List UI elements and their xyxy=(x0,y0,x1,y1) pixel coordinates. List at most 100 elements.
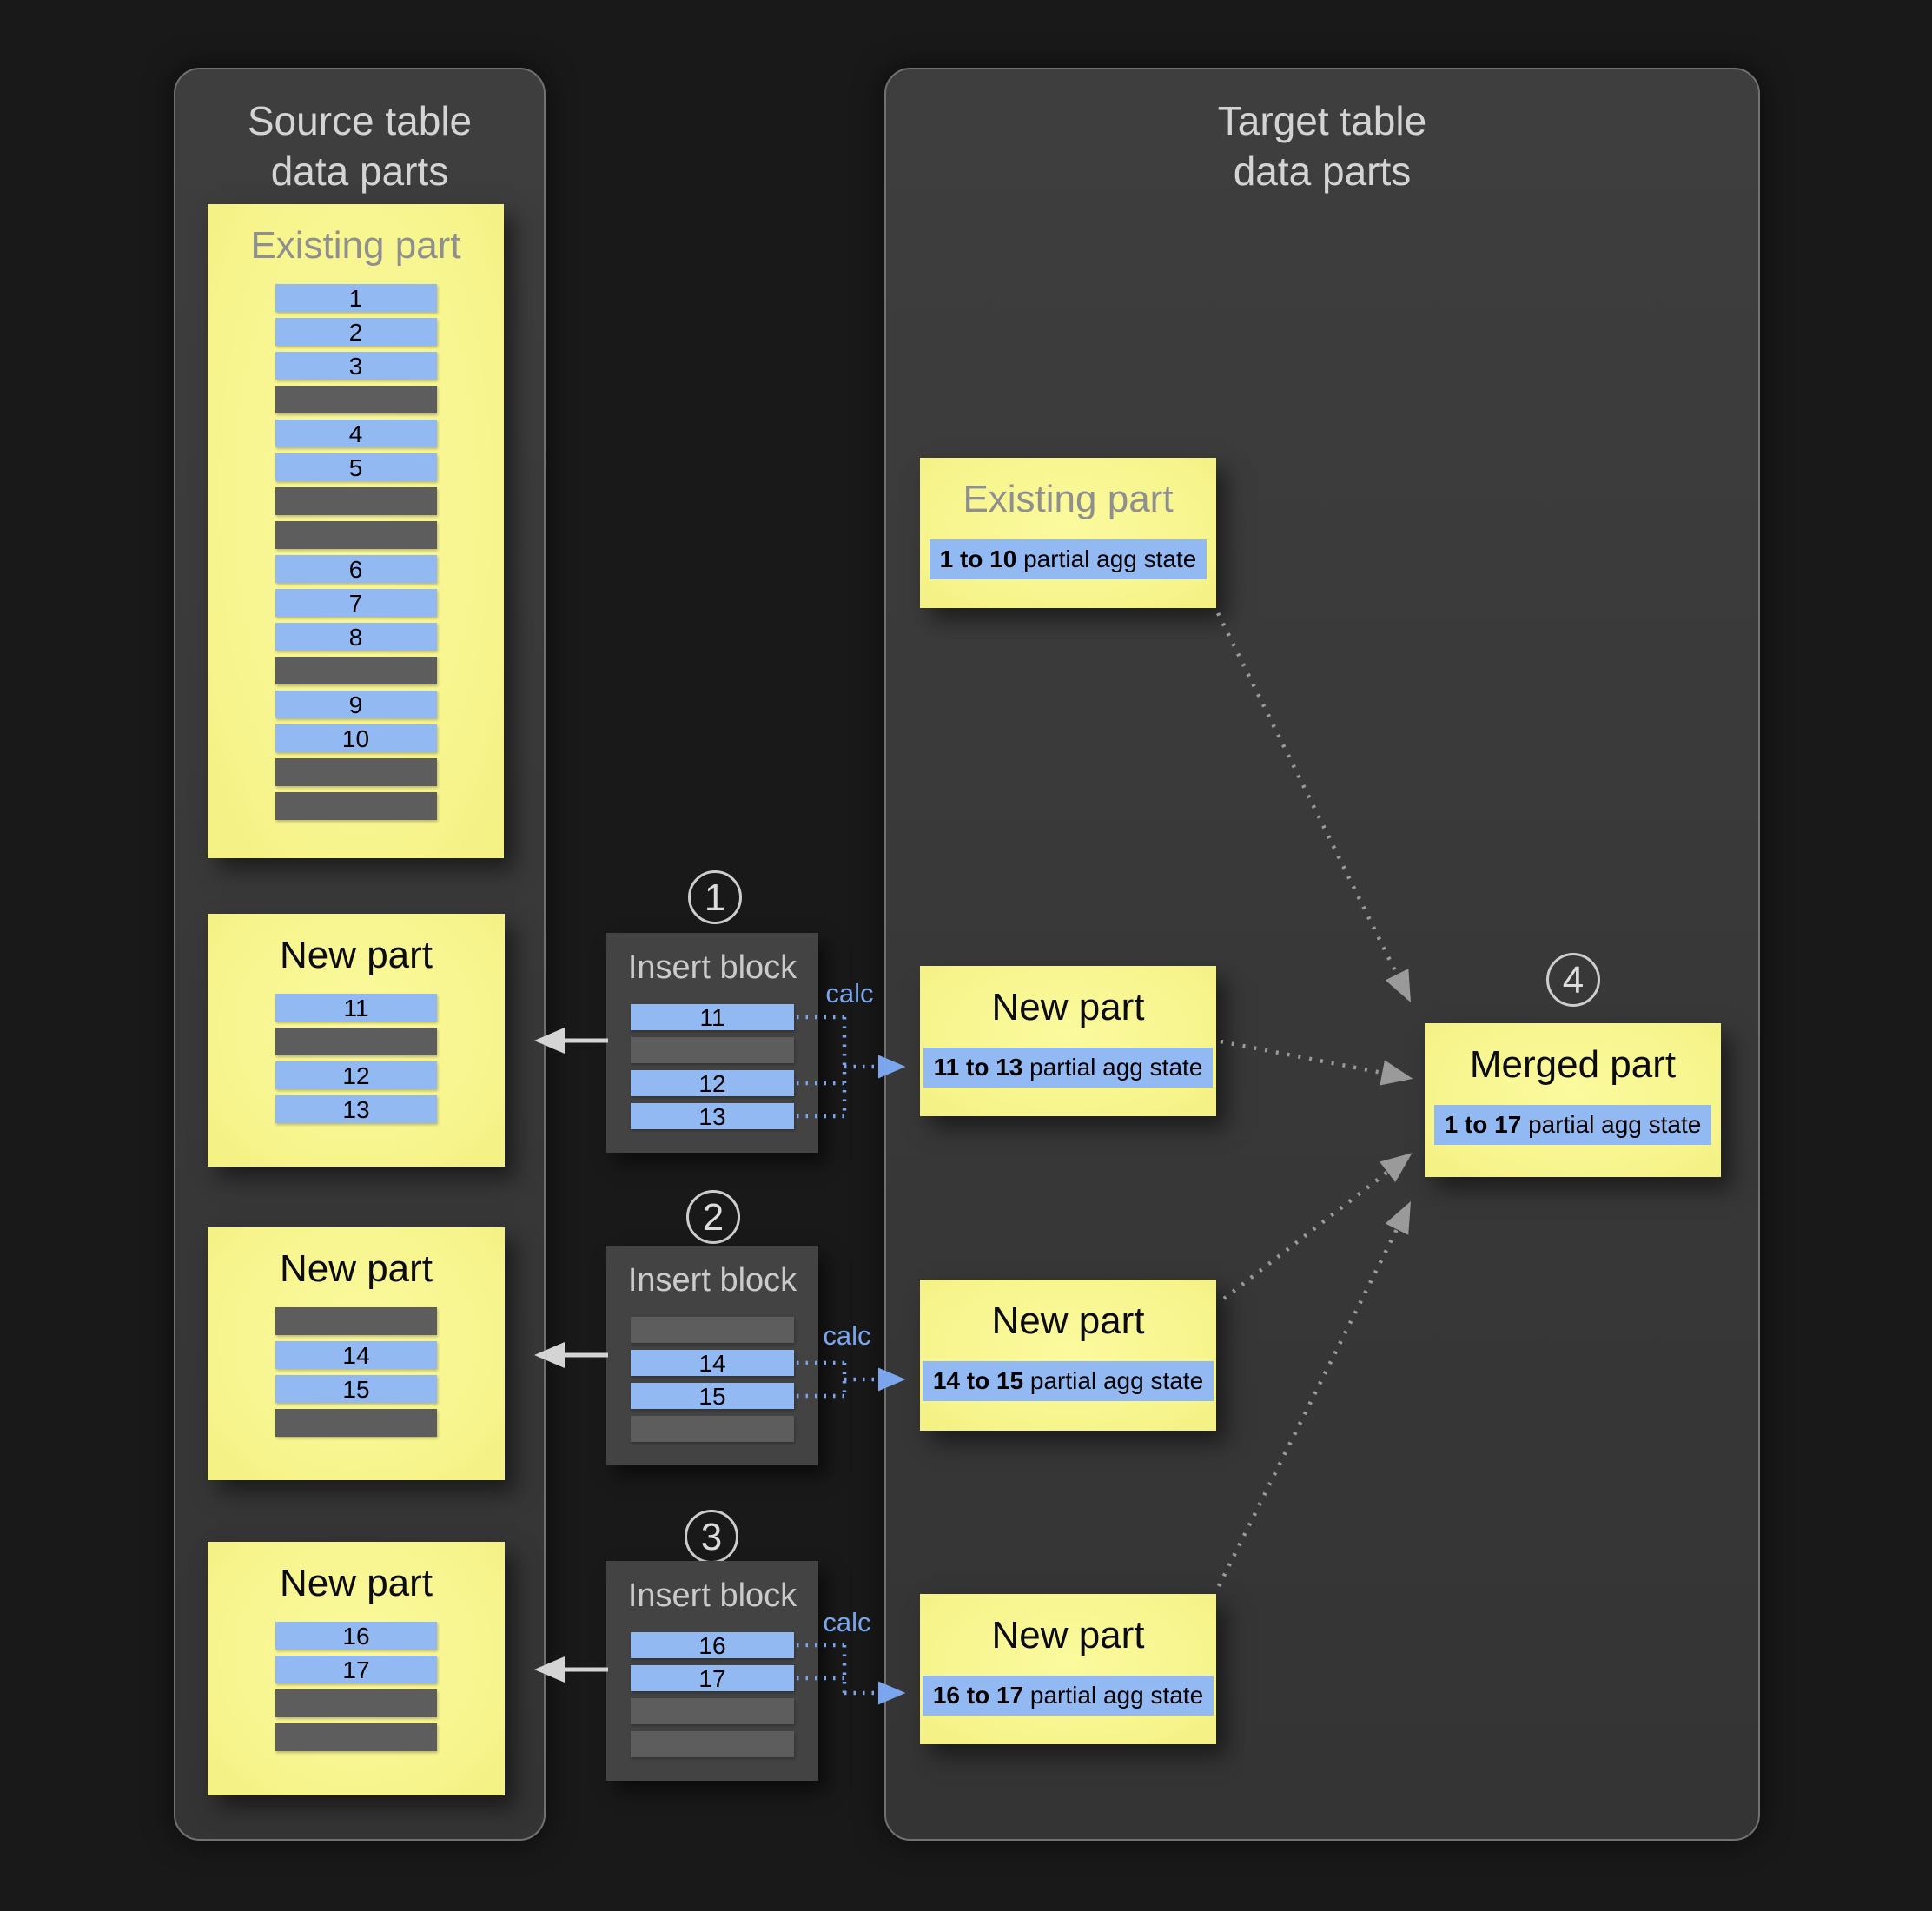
data-row: 14 xyxy=(275,1341,437,1369)
data-row: 17 xyxy=(631,1665,794,1692)
insert-block-1-rows: 11 12 13 xyxy=(606,1004,818,1130)
insert-block-1-title: Insert block xyxy=(627,949,797,986)
data-row: 15 xyxy=(275,1375,437,1403)
target-existing-part-box: Existing part 1 to 10 partial agg state xyxy=(920,458,1216,608)
source-new-part-1-rows: 11 12 13 xyxy=(208,994,505,1123)
agg-range: 11 to 13 xyxy=(933,1054,1023,1081)
data-row: 9 xyxy=(275,691,437,718)
hidden-data-row xyxy=(275,1307,437,1335)
target-new-part-1-title: New part xyxy=(991,986,1145,1028)
calc-label-1: calc xyxy=(825,978,874,1008)
data-row: 15 xyxy=(631,1383,794,1410)
source-panel-title-line2: data parts xyxy=(270,149,449,194)
hidden-data-row xyxy=(631,1416,794,1442)
target-new-part-3-box: New part 16 to 17 partial agg state xyxy=(920,1594,1216,1744)
merged-part-box: Merged part 1 to 17 partial agg state xyxy=(1425,1023,1721,1177)
hidden-data-row xyxy=(275,657,437,684)
source-existing-part-title: Existing part xyxy=(250,224,461,267)
data-row: 3 xyxy=(275,352,437,380)
data-row: 12 xyxy=(275,1061,437,1089)
data-row: 11 xyxy=(275,994,437,1022)
source-existing-part-rows: 1 2 3 4 5 6 7 8 9 10 xyxy=(208,284,504,820)
data-row: 5 xyxy=(275,453,437,481)
target-panel-title-line1: Target table xyxy=(1217,98,1427,143)
data-row: 13 xyxy=(275,1095,437,1123)
agg-suffix: partial agg state xyxy=(1023,1682,1204,1709)
source-panel-title: Source table data parts xyxy=(175,69,544,196)
agg-suffix: partial agg state xyxy=(1521,1111,1702,1138)
source-panel-title-line1: Source table xyxy=(247,98,473,143)
data-row: 16 xyxy=(631,1632,794,1659)
step-4-badge: 4 xyxy=(1546,953,1600,1007)
target-new-part-2-agg-state: 14 to 15 partial agg state xyxy=(922,1361,1214,1401)
hidden-data-row xyxy=(275,487,437,515)
agg-range: 1 to 17 xyxy=(1444,1111,1522,1138)
target-new-part-1-agg-state: 11 to 13 partial agg state xyxy=(923,1048,1214,1088)
data-row: 10 xyxy=(275,724,437,752)
step-1-badge: 1 xyxy=(688,870,742,924)
hidden-data-row xyxy=(275,1409,437,1437)
agg-range: 1 to 10 xyxy=(939,546,1017,572)
hidden-data-row xyxy=(631,1317,794,1343)
hidden-data-row xyxy=(631,1037,794,1063)
source-new-part-2-title: New part xyxy=(279,1247,433,1290)
target-table-panel: Target table data parts xyxy=(884,68,1760,1841)
agg-suffix: partial agg state xyxy=(1023,1367,1204,1394)
data-row: 2 xyxy=(275,318,437,346)
data-row: 16 xyxy=(275,1622,437,1650)
target-new-part-3-agg-state: 16 to 17 partial agg state xyxy=(922,1676,1214,1716)
target-existing-agg-state: 1 to 10 partial agg state xyxy=(929,539,1208,579)
calc-label-2: calc xyxy=(823,1320,871,1351)
data-row: 17 xyxy=(275,1656,437,1683)
target-existing-part-title: Existing part xyxy=(963,478,1174,520)
data-row: 12 xyxy=(631,1070,794,1097)
agg-suffix: partial agg state xyxy=(1022,1054,1203,1081)
target-new-part-2-title: New part xyxy=(991,1299,1145,1342)
agg-suffix: partial agg state xyxy=(1016,546,1197,572)
data-row: 4 xyxy=(275,420,437,447)
target-panel-title: Target table data parts xyxy=(886,69,1758,196)
merged-part-agg-state: 1 to 17 partial agg state xyxy=(1433,1105,1712,1145)
insert-block-3-title: Insert block xyxy=(627,1577,797,1614)
insert-block-1: Insert block 11 12 13 xyxy=(606,933,818,1153)
data-row: 1 xyxy=(275,284,437,312)
hidden-data-row xyxy=(275,1723,437,1751)
hidden-data-row xyxy=(275,1689,437,1717)
target-new-part-1-box: New part 11 to 13 partial agg state xyxy=(920,966,1216,1116)
source-existing-part-box: Existing part 1 2 3 4 5 6 7 8 9 10 xyxy=(208,204,504,858)
hidden-data-row xyxy=(631,1731,794,1757)
hidden-data-row xyxy=(275,1028,437,1055)
data-row: 11 xyxy=(631,1004,794,1031)
target-new-part-2-box: New part 14 to 15 partial agg state xyxy=(920,1280,1216,1431)
data-row: 8 xyxy=(275,623,437,651)
source-new-part-1-title: New part xyxy=(279,934,433,976)
data-row: 13 xyxy=(631,1103,794,1130)
merged-part-title: Merged part xyxy=(1469,1043,1677,1086)
agg-range: 16 to 17 xyxy=(932,1682,1024,1709)
step-3-badge: 3 xyxy=(685,1510,738,1564)
calc-label-3: calc xyxy=(823,1607,871,1637)
hidden-data-row xyxy=(275,758,437,786)
insert-block-2-title: Insert block xyxy=(627,1262,797,1299)
data-row: 14 xyxy=(631,1350,794,1377)
hidden-data-row xyxy=(275,792,437,820)
target-new-part-3-title: New part xyxy=(991,1614,1145,1656)
step-2-badge: 2 xyxy=(686,1190,740,1244)
hidden-data-row xyxy=(275,386,437,413)
data-row: 6 xyxy=(275,555,437,583)
hidden-data-row xyxy=(275,521,437,549)
source-new-part-1-box: New part 11 12 13 xyxy=(208,914,505,1167)
target-panel-title-line2: data parts xyxy=(1233,149,1412,194)
data-row: 7 xyxy=(275,589,437,617)
agg-range: 14 to 15 xyxy=(932,1367,1024,1394)
source-new-part-3-title: New part xyxy=(279,1562,433,1604)
